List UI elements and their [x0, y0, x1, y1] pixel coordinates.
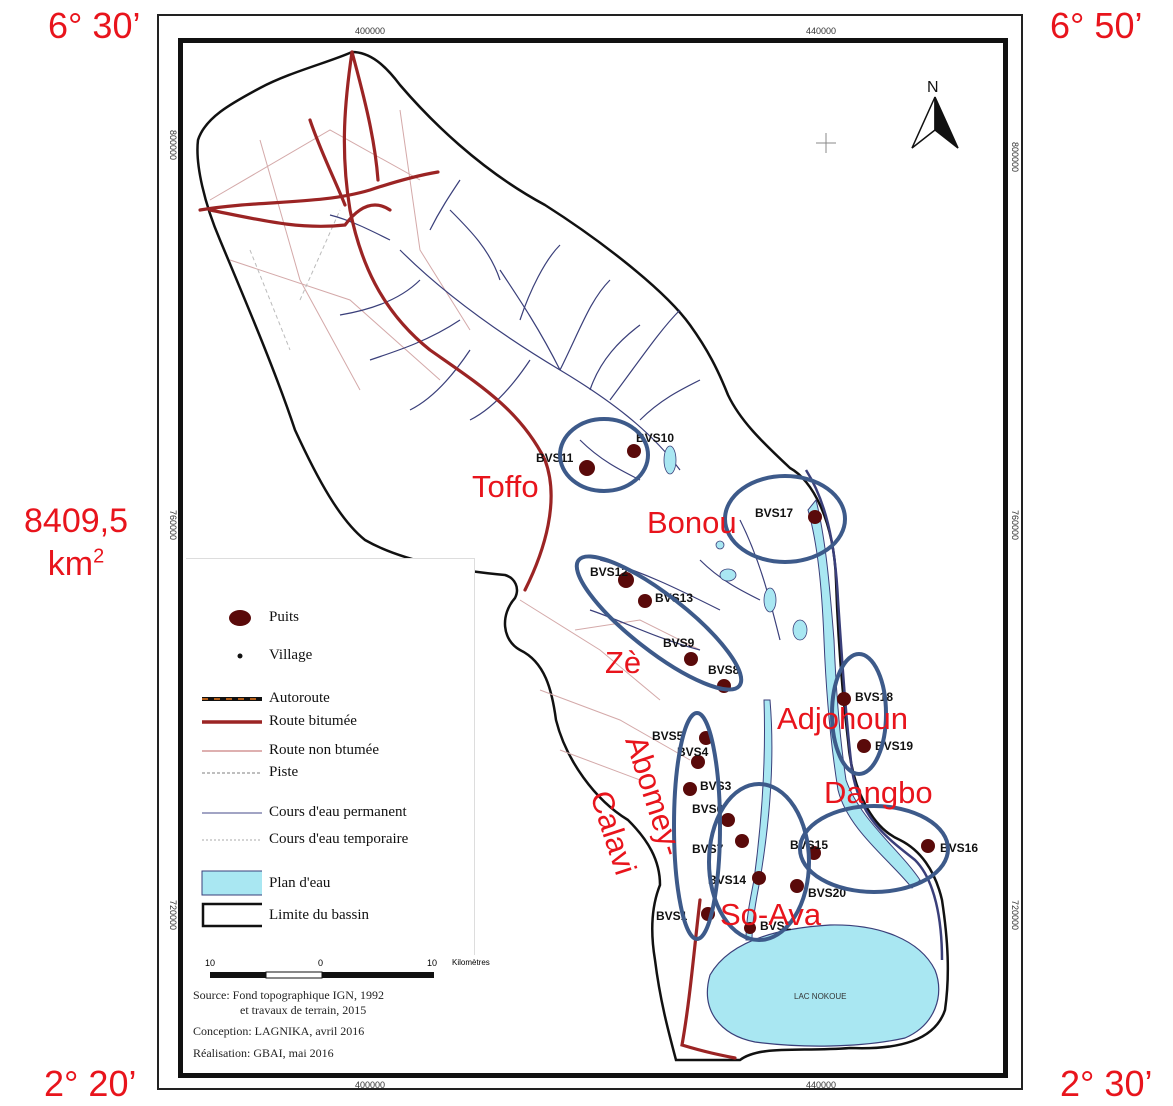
- well-bvs7: [735, 834, 749, 848]
- credit-realisation: Réalisation: GBAI, mai 2016: [193, 1046, 334, 1060]
- highlight-abomey-calavi: [672, 711, 722, 941]
- well-label: BVS14: [708, 873, 746, 887]
- area-annotation: 8409,5 km2: [6, 500, 146, 585]
- commune-label-toffo: Toffo: [472, 469, 539, 504]
- legend-item-motorway: Autoroute: [202, 690, 330, 706]
- highlight-ze: [574, 554, 744, 692]
- well-label: BVS11: [536, 451, 574, 465]
- lake-label: LAC NOKOUE: [794, 992, 846, 1001]
- well-label: BVS9: [663, 636, 695, 650]
- scale-unit-label: Kilomètres: [452, 958, 490, 967]
- well-label: BVS6: [692, 802, 724, 816]
- well-label: BVS17: [755, 506, 793, 520]
- scale-label-left: 10: [205, 958, 216, 968]
- north-label: N: [927, 79, 939, 96]
- basin-outline: [196, 50, 950, 1062]
- well-bvs11: [579, 460, 595, 476]
- well-bvs20: [790, 879, 804, 893]
- well-bvs17: [808, 510, 822, 524]
- legend-item-wells: Puits: [186, 607, 474, 629]
- map-neatline: [178, 38, 1008, 1078]
- commune-highlights: [558, 417, 950, 942]
- lake-nokoue: [706, 924, 940, 1047]
- credit-source-2: et travaux de terrain, 2015: [240, 1003, 367, 1017]
- area-value: 8409,5: [24, 502, 128, 540]
- area-exponent: 2: [93, 545, 105, 568]
- legend-item-permanent-stream: Cours d'eau permanent: [202, 804, 407, 820]
- legend-item-water-body: Plan d'eau: [186, 869, 474, 897]
- grid-x-bottom-400000: 400000: [355, 1080, 386, 1090]
- commune-label-dangbo: Dangbo: [824, 775, 933, 810]
- water-bodies: [663, 445, 808, 641]
- paved-roads: [198, 50, 737, 1060]
- highlight-so-ava: [707, 782, 811, 942]
- well-bvs12: [618, 572, 634, 588]
- grid-x-top-400000: 400000: [355, 26, 386, 36]
- scale-label-mid: 0: [318, 958, 324, 968]
- corner-label-bottom-right: 2° 30’: [1060, 1063, 1153, 1104]
- well-bvs6: [721, 813, 735, 827]
- well-bvs10: [627, 444, 641, 458]
- north-arrow: N: [911, 79, 959, 149]
- well-bvs18: [837, 692, 851, 706]
- well-label: BVS4: [677, 745, 709, 759]
- grid-x-top-440000: 440000: [806, 26, 837, 36]
- well-bvs3: [683, 782, 697, 796]
- legend-item-track: Piste: [202, 764, 299, 780]
- corner-label-top-left: 6° 30’: [48, 5, 141, 46]
- so-river: [745, 699, 773, 941]
- corner-label-bottom-left: 2° 20’: [44, 1063, 137, 1104]
- legend-item-unpaved-road: Route non btumée: [202, 742, 379, 758]
- credit-conception: Conception: LAGNIKA, avril 2016: [193, 1024, 365, 1038]
- commune-label-so-ava: So-Ava: [720, 897, 822, 932]
- legend-item-temporary-stream: Cours d'eau temporaire: [202, 831, 409, 847]
- well-bvs2: [744, 922, 756, 934]
- well-bvs19: [857, 739, 871, 753]
- well-label: BVS12: [590, 565, 628, 579]
- highlight-dangbo: [798, 804, 950, 894]
- legend-item-village: Village: [186, 645, 474, 667]
- well-bvs4: [691, 755, 705, 769]
- commune-label-adjohoun: Adjohoun: [777, 701, 908, 736]
- highlight-adjohoun: [830, 652, 888, 776]
- highlight-bonou: [723, 474, 847, 564]
- grid-x-bottom-440000: 440000: [806, 1080, 837, 1090]
- legend-item-paved-road: Route bitumée: [202, 713, 357, 729]
- well-label: BVS5: [652, 729, 684, 743]
- river-network: [329, 179, 781, 651]
- scale-bar: 10 0 10 Kilomètres: [205, 958, 455, 986]
- scale-label-right: 10: [427, 958, 438, 968]
- corner-label-top-right: 6° 50’: [1050, 5, 1143, 46]
- well-label: BVS20: [808, 886, 846, 900]
- well-bvs14: [752, 871, 766, 885]
- area-unit: km2: [47, 544, 105, 583]
- map-legend: Puits Village Autoroute Route bitumée Ro…: [186, 558, 475, 955]
- tracks: [249, 209, 341, 351]
- commune-label-ze: Zè: [605, 645, 641, 680]
- unpaved-roads: [209, 109, 701, 781]
- well-bvs16: [921, 839, 935, 853]
- highlight-toffo: [558, 417, 650, 493]
- well-label: BVS1: [656, 909, 688, 923]
- well-bvs13: [638, 594, 652, 608]
- commune-label-bonou: Bonou: [647, 505, 737, 540]
- well-bvs9: [684, 652, 698, 666]
- well-label: BVS8: [708, 663, 740, 677]
- credit-source-1: Source: Fond topographique IGN, 1992: [193, 988, 384, 1002]
- legend-item-basin-limit: Limite du bassin: [186, 901, 474, 929]
- well-label: BVS3: [700, 779, 732, 793]
